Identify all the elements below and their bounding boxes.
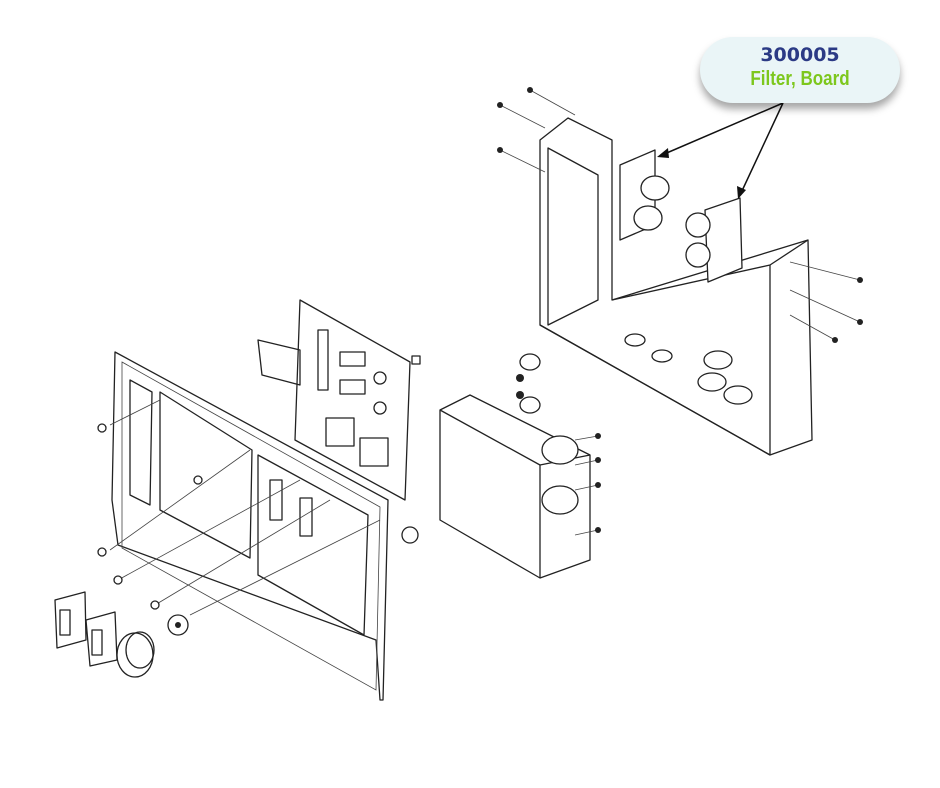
panel-slot-left — [129, 379, 153, 506]
front-panel — [97, 351, 389, 701]
power-module — [439, 353, 601, 579]
panel-window-large — [159, 391, 253, 559]
panel-window-right — [257, 454, 369, 636]
potentiometer — [401, 526, 419, 544]
part-name: Filter, Board — [750, 68, 850, 90]
callout-arrows — [657, 102, 784, 199]
part-number: 300005 — [760, 44, 840, 66]
filter-board-1 — [619, 149, 670, 241]
switch-cutout-2 — [299, 497, 313, 537]
rear-enclosure — [539, 117, 813, 456]
enclosure-screws — [497, 87, 863, 343]
membrane-control-board — [257, 299, 421, 501]
screw-leader-lines — [109, 399, 381, 616]
control-knob — [116, 526, 419, 678]
filter-board-2 — [685, 197, 743, 283]
rocker-switches — [54, 591, 118, 667]
switch-cutout-1 — [269, 479, 283, 521]
part-callout-bubble: 300005 Filter, Board — [700, 37, 900, 103]
